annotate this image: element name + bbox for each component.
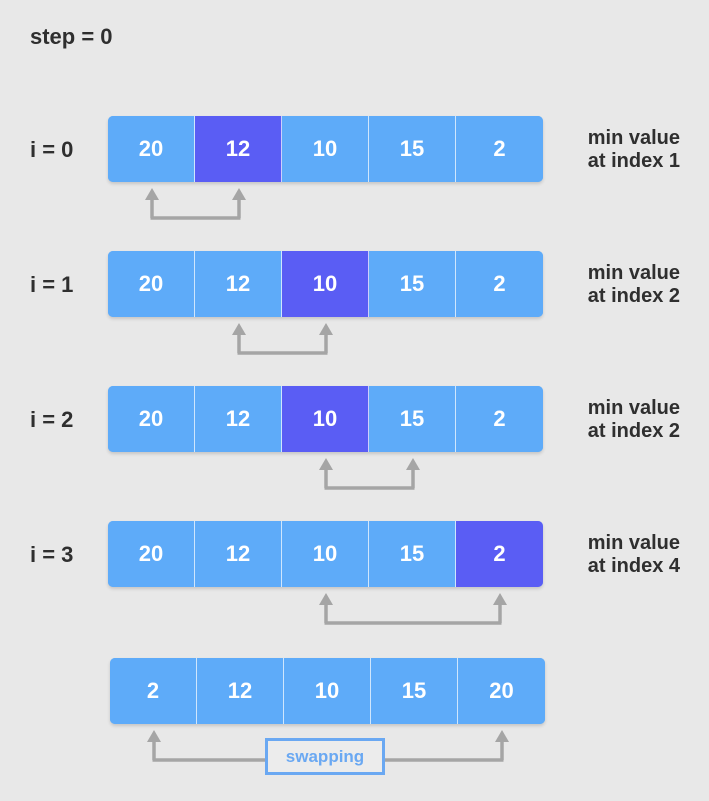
array-row-2: 20 12 10 15 2 xyxy=(108,386,543,452)
min-value-note-2: min value at index 2 xyxy=(560,397,680,443)
arrow-head xyxy=(319,323,333,335)
array-cell: 12 xyxy=(195,386,282,452)
arrow-head xyxy=(145,188,159,200)
array-cell: 20 xyxy=(108,251,195,317)
note-line: at index 2 xyxy=(587,285,680,307)
array-cell: 20 xyxy=(458,658,545,724)
array-row-3: 20 12 10 15 2 xyxy=(108,521,543,587)
array-cell: 12 xyxy=(195,521,282,587)
array-cell: 20 xyxy=(108,116,195,182)
array-cell: 20 xyxy=(108,521,195,587)
array-cell: 10 xyxy=(282,521,369,587)
array-cell: 15 xyxy=(369,386,456,452)
row-label-1: i = 1 xyxy=(30,272,74,297)
array-cell: 15 xyxy=(369,251,456,317)
min-value-note-3: min value at index 4 xyxy=(560,532,680,578)
array-cell: 2 xyxy=(456,251,543,317)
swapping-label: swapping xyxy=(265,738,385,775)
row-label-2: i = 2 xyxy=(30,407,74,432)
arrow-head xyxy=(147,730,161,742)
arrow-head xyxy=(232,188,246,200)
row-label-3: i = 3 xyxy=(30,542,74,567)
step-title: step = 0 xyxy=(30,24,113,49)
array-cell: 15 xyxy=(369,116,456,182)
array-cell: 10 xyxy=(282,116,369,182)
arrow-head xyxy=(406,458,420,470)
note-line: min value xyxy=(587,397,680,419)
array-cell: 12 xyxy=(195,116,282,182)
array-cell: 2 xyxy=(110,658,197,724)
array-cell: 12 xyxy=(197,658,284,724)
array-result: 2 12 10 15 20 xyxy=(110,658,545,724)
note-line: min value xyxy=(587,127,680,149)
arrow-head xyxy=(319,593,333,605)
min-value-note-1: min value at index 2 xyxy=(560,262,680,308)
note-line: at index 1 xyxy=(587,150,680,172)
arrow-head xyxy=(493,593,507,605)
array-row-1: 20 12 10 15 2 xyxy=(108,251,543,317)
row-label-0: i = 0 xyxy=(30,137,74,162)
arrow-head xyxy=(232,323,246,335)
arrow-head xyxy=(495,730,509,742)
array-cell: 12 xyxy=(195,251,282,317)
array-cell: 20 xyxy=(108,386,195,452)
min-value-note-0: min value at index 1 xyxy=(560,127,680,173)
note-line: at index 2 xyxy=(587,420,680,442)
array-cell: 15 xyxy=(369,521,456,587)
note-line: min value xyxy=(587,532,680,554)
array-row-0: 20 12 10 15 2 xyxy=(108,116,543,182)
note-line: min value xyxy=(587,262,680,284)
array-cell: 10 xyxy=(282,251,369,317)
note-line: at index 4 xyxy=(587,555,680,577)
array-cell: 10 xyxy=(282,386,369,452)
arrow-head xyxy=(319,458,333,470)
array-cell: 15 xyxy=(371,658,458,724)
array-cell: 2 xyxy=(456,386,543,452)
array-cell: 10 xyxy=(284,658,371,724)
array-cell: 2 xyxy=(456,521,543,587)
array-cell: 2 xyxy=(456,116,543,182)
